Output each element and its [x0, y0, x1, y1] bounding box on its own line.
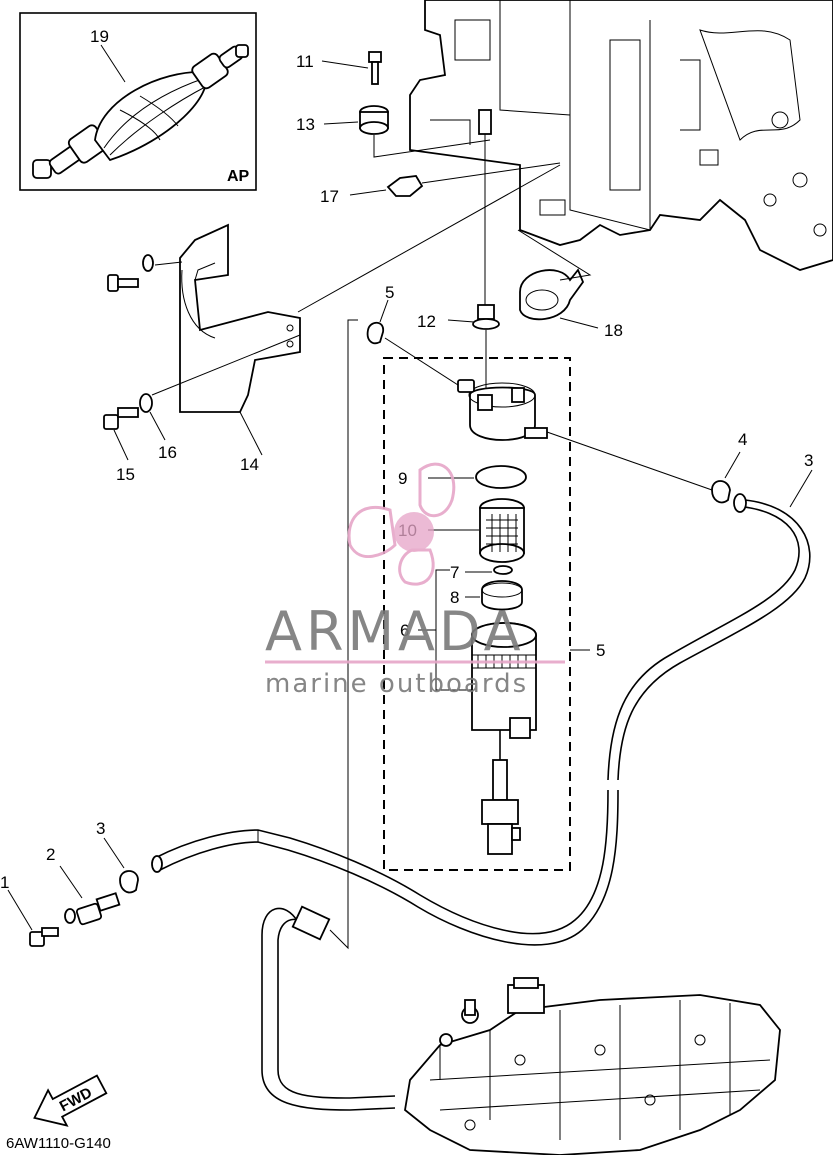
part-4-clamp: 3 — [96, 819, 139, 894]
part-10-o-ring: 9 — [398, 465, 527, 489]
callout-18: 17 — [320, 187, 339, 206]
vapor-separator — [404, 977, 781, 1155]
inset-primer-bulb: 19 AP — [19, 12, 257, 191]
vapor-hose — [261, 319, 396, 1111]
callout-12: 11 — [296, 52, 314, 71]
callout-14: 13 — [296, 115, 315, 134]
propeller-logo-icon — [347, 462, 456, 586]
callout-17: 16 — [158, 443, 177, 462]
part-17-washer: 16 — [139, 334, 301, 462]
diagram-code: 6AW1110-G140 — [6, 1135, 111, 1152]
part-14-grommet: 13 — [296, 105, 491, 158]
callout-13: 12 — [417, 312, 436, 331]
engine-block — [409, 0, 833, 271]
armada-watermark: ARMADA marine outboards — [265, 462, 565, 699]
callout-5-right: 4 — [738, 430, 747, 449]
callout-15: 14 — [240, 455, 259, 474]
part-15-bracket: 14 — [179, 164, 561, 474]
part-18-clip: 17 — [320, 162, 561, 206]
inset-tag: AP — [227, 168, 250, 185]
part-7-bracket: 6 — [400, 569, 475, 691]
callout-4: 3 — [96, 819, 105, 838]
callout-8: 7 — [450, 563, 459, 582]
primer-bulb-drawing — [32, 44, 249, 179]
callout-7: 6 — [400, 621, 409, 640]
callout-3: 3 — [804, 451, 813, 470]
part-2-joint: 2 — [46, 845, 121, 926]
fwd-arrow-icon: FWD — [33, 1074, 108, 1127]
watermark-brand: ARMADA — [265, 600, 525, 663]
part-19-clamp: 18 — [517, 229, 623, 340]
callout-10: 9 — [398, 469, 407, 488]
callout-16: 15 — [116, 465, 135, 484]
upper-screw — [107, 254, 183, 292]
filter-cup — [471, 622, 537, 855]
inset-frame — [19, 12, 257, 191]
callout-2: 2 — [46, 845, 55, 864]
lower-hose — [151, 789, 619, 946]
callout-19: 18 — [604, 321, 623, 340]
part-9-float: 8 — [450, 580, 523, 611]
watermark-tagline: marine outboards — [265, 669, 528, 699]
part-5-clamp-right: 4 — [711, 430, 747, 504]
part-3-hose: 3 — [607, 451, 813, 781]
filter-head — [457, 379, 548, 441]
part-1-screw: 1 — [0, 873, 59, 947]
callout-5-left: 5 — [385, 283, 394, 302]
part-5-clamp-left: 5 — [366, 283, 459, 386]
part-8-ring: 7 — [450, 563, 513, 582]
callout-1: 1 — [0, 873, 9, 892]
part-6-assembly-box — [383, 357, 571, 871]
part-16-screw: 15 — [103, 407, 139, 484]
part-12-bolt: 11 — [296, 51, 382, 85]
callout-20: 19 — [90, 27, 109, 46]
callout-6: 5 — [596, 641, 605, 660]
callout-9: 8 — [450, 588, 459, 607]
